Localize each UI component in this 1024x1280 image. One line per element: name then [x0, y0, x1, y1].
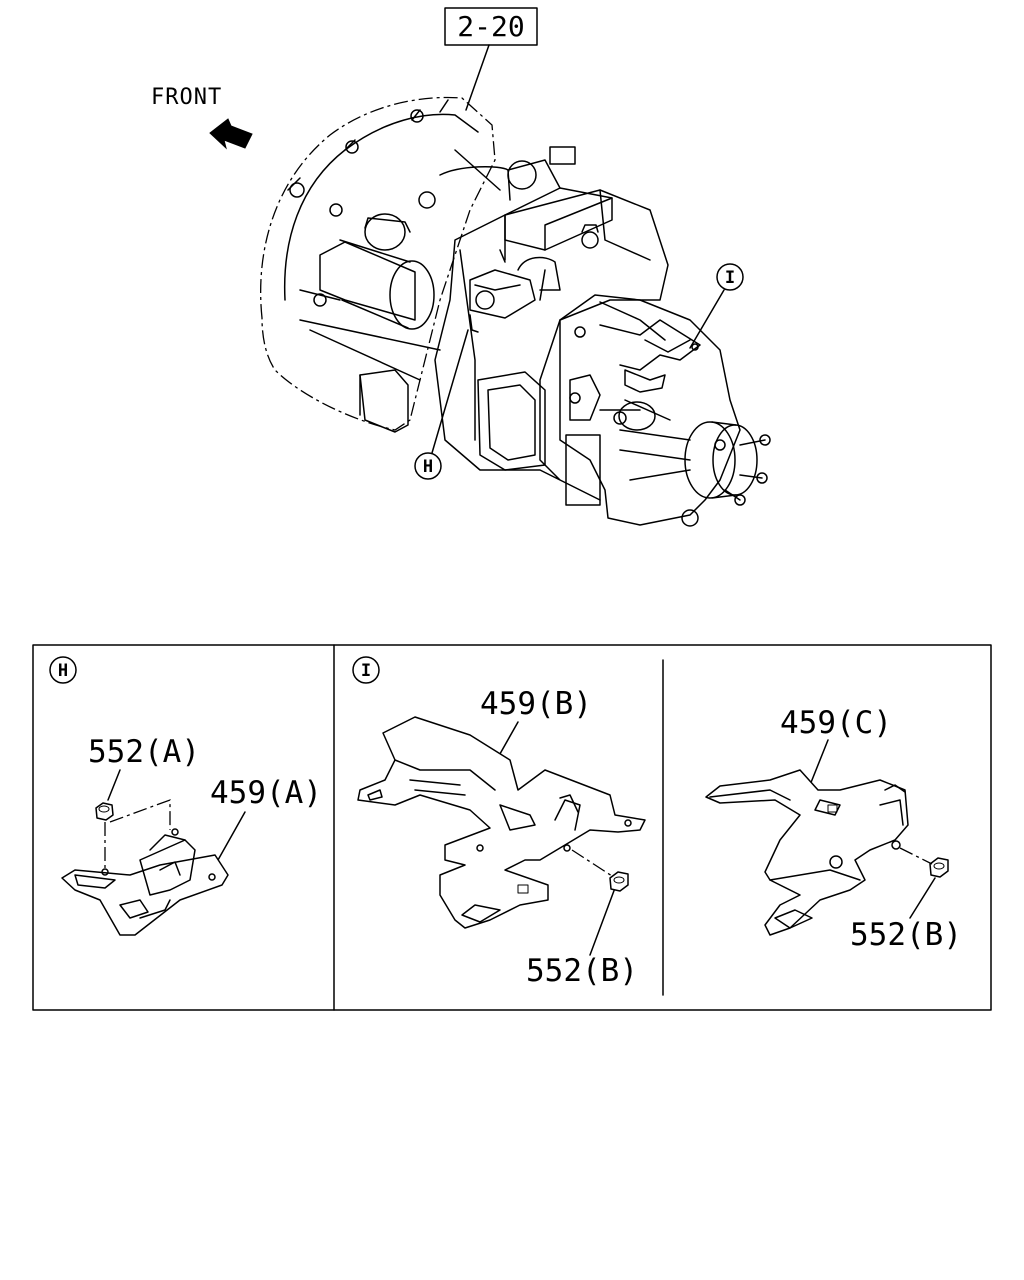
callout-i-leader: [689, 289, 725, 349]
reference-label: 2-20: [457, 10, 524, 43]
front-label: FRONT: [151, 85, 222, 110]
nut-552a-icon: [95, 802, 114, 821]
part-552b-left-label[interactable]: 552(B): [526, 953, 638, 989]
reference-box[interactable]: 2-20: [444, 7, 538, 46]
part-552b-right-label[interactable]: 552(B): [850, 917, 962, 953]
callout-i-label: I: [725, 268, 735, 288]
part-459b-label[interactable]: 459(B): [480, 686, 592, 722]
bracket-459b-icon: [357, 716, 646, 929]
bracket-459a-icon: [61, 828, 229, 936]
reference-leader: [465, 44, 490, 111]
bracket-459c-icon: [705, 769, 909, 936]
callout-i[interactable]: I: [716, 263, 744, 291]
leader-552a: [107, 769, 121, 801]
nut-552b-left-icon: [609, 871, 629, 892]
nut-552b-right-icon: [929, 857, 949, 878]
panel-i: I 459(B) 552(B): [352, 656, 646, 989]
panel-h: H 552(A) 459(A): [49, 656, 322, 936]
part-459c-label[interactable]: 459(C): [780, 705, 892, 741]
part-552a-label[interactable]: 552(A): [88, 734, 200, 770]
leader-552b-right: [909, 877, 936, 919]
callout-h-leader: [431, 329, 469, 454]
transmission-assembly: [260, 96, 771, 527]
panel-h-marker: H: [49, 656, 77, 684]
detail-frame: [32, 644, 992, 1011]
panel-i-right: 459(C) 552(B): [705, 705, 962, 953]
leader-552b-left: [589, 887, 616, 956]
panel-i-marker-label: I: [361, 661, 371, 681]
panel-h-marker-label: H: [58, 661, 68, 681]
part-459a-label[interactable]: 459(A): [210, 775, 322, 811]
callout-h-label: H: [423, 457, 433, 477]
front-arrow-icon: [209, 118, 253, 150]
panel-i-marker: I: [352, 656, 380, 684]
leader-459a: [217, 811, 246, 861]
callout-h[interactable]: H: [414, 452, 442, 480]
